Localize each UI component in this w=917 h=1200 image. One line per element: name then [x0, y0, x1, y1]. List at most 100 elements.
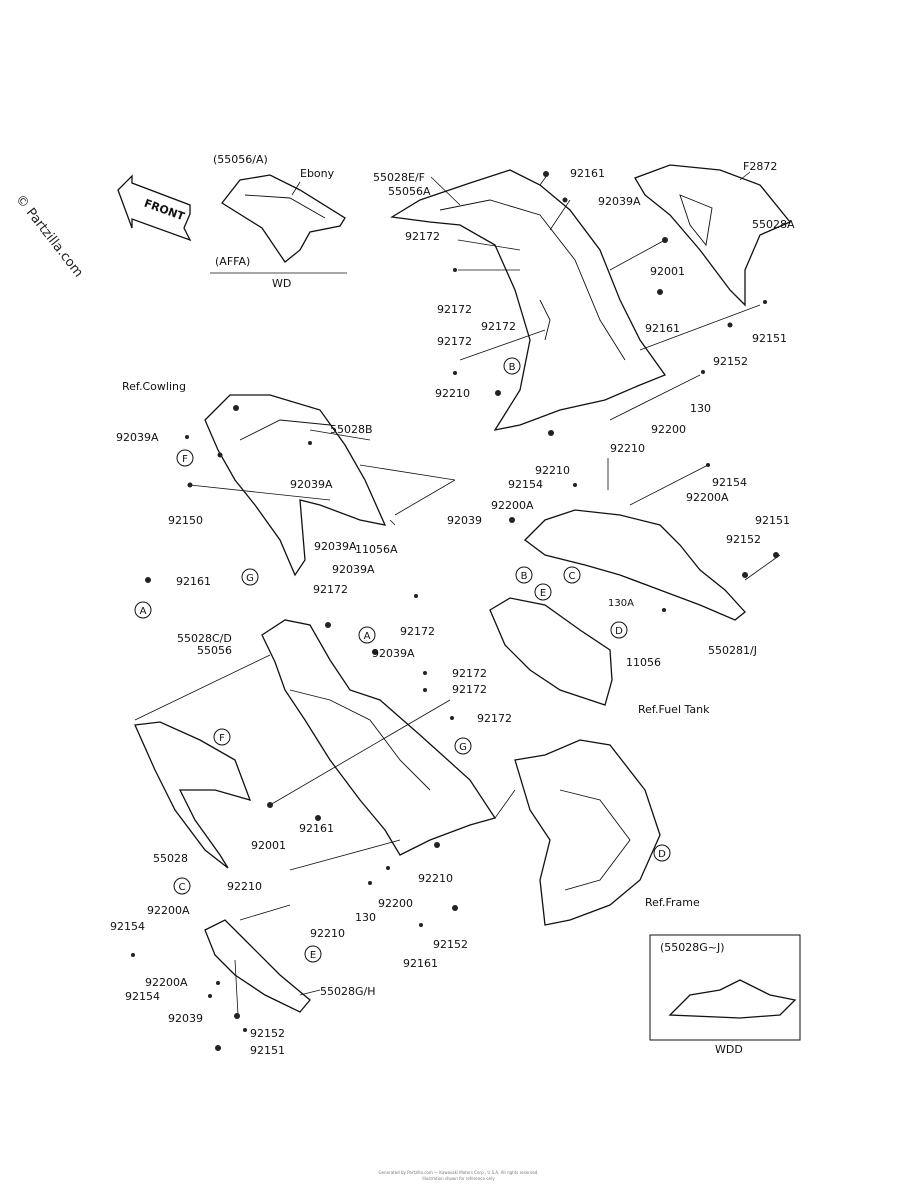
label-92200-b: 92200: [378, 897, 413, 910]
callout-c-1: C: [563, 566, 581, 584]
label-55028c-d: 55028C/D: [177, 632, 232, 645]
label-55028a: 55028A: [752, 218, 795, 231]
label-92161-b: 92161: [645, 322, 680, 335]
svg-text:C: C: [569, 571, 576, 582]
callout-e-1: E: [534, 583, 552, 601]
label-92172-g: 92172: [452, 667, 487, 680]
side-panel-55028: [134, 721, 252, 869]
label-55028b: 55028B: [330, 423, 373, 436]
label-92172-e: 92172: [313, 583, 348, 596]
inset-bottom-part: [668, 979, 797, 1019]
callout-a-2: A: [358, 626, 376, 644]
label-92154-a: 92154: [712, 476, 747, 489]
label-92161-d: 92161: [299, 822, 334, 835]
part-labels: 55028E/F 55056A 92161 92039A F2872 55028…: [110, 160, 795, 1057]
callout-g-2: G: [454, 737, 472, 755]
label-92001-b: 92001: [251, 839, 286, 852]
label-92152-a: 92152: [713, 355, 748, 368]
label-92172-b: 92172: [437, 303, 472, 316]
callout-g-1: G: [241, 568, 259, 586]
label-92200a-a: 92200A: [686, 491, 729, 504]
callout-b-2: B: [515, 566, 533, 584]
label-92210-f: 92210: [310, 927, 345, 940]
label-130-b: 130: [355, 911, 376, 924]
inset-bottom-model: WDD: [715, 1043, 743, 1056]
label-92200a-d: 92200A: [145, 976, 188, 989]
frame-ref: [514, 739, 661, 926]
leader-lines: [134, 171, 781, 1016]
label-92210-c: 92210: [535, 464, 570, 477]
label-92154-d: 92154: [125, 990, 160, 1003]
label-92210-d: 92210: [418, 872, 453, 885]
label-92151-a: 92151: [752, 332, 787, 345]
label-92210-a: 92210: [435, 387, 470, 400]
callout-f-1: F: [176, 449, 194, 467]
left-cowl-55028b: [204, 394, 387, 577]
inset-cowl-part: [221, 174, 346, 263]
callout-d-1: D: [610, 621, 628, 639]
label-92210-b: 92210: [610, 442, 645, 455]
fuel-tank-ref: [489, 597, 613, 706]
lower-cowl-55028cd: [261, 619, 497, 856]
label-92200a-b: 92200A: [491, 499, 534, 512]
label-11056a: 11056A: [355, 543, 398, 556]
label-92154-c: 92154: [110, 920, 145, 933]
callout-d-2: D: [653, 844, 671, 862]
middle-fairing-550281j: [524, 509, 746, 621]
svg-text:A: A: [364, 631, 371, 642]
label-92161-a: 92161: [570, 167, 605, 180]
label-92161-e: 92161: [403, 957, 438, 970]
label-ref-cowling: Ref.Cowling: [122, 380, 186, 393]
front-arrow-icon: FRONT: [117, 174, 192, 242]
svg-text:F: F: [219, 733, 225, 744]
svg-text:C: C: [179, 882, 186, 893]
footer-line-2: Illustration shown for reference only: [422, 1176, 495, 1181]
svg-text:E: E: [540, 588, 546, 599]
label-55056a: 55056A: [388, 185, 431, 198]
label-92039-a: 92039: [447, 514, 482, 527]
label-92200-a: 92200: [651, 423, 686, 436]
label-92172-d: 92172: [437, 335, 472, 348]
label-55056: 55056: [197, 644, 232, 657]
label-92172-c: 92172: [481, 320, 516, 333]
inset-top-model: WD: [272, 277, 291, 290]
label-f2872: F2872: [743, 160, 777, 173]
label-92154-b: 92154: [508, 478, 543, 491]
label-ref-fuel-tank: Ref.Fuel Tank: [638, 703, 710, 716]
label-92151-b: 92151: [755, 514, 790, 527]
label-92172-h: 92172: [452, 683, 487, 696]
inset-bottom: (55028G~J) WDD: [649, 934, 801, 1056]
svg-text:E: E: [310, 950, 316, 961]
label-92152-d: 92152: [250, 1027, 285, 1040]
label-92210-e: 92210: [227, 880, 262, 893]
callouts: B F G A A B C E D F G D C E: [134, 357, 671, 963]
label-92039a-a: 92039A: [598, 195, 641, 208]
label-92039a-f: 92039A: [372, 647, 415, 660]
label-92039a-b: 92039A: [116, 431, 159, 444]
label-92039a-c: 92039A: [290, 478, 333, 491]
svg-text:D: D: [658, 849, 666, 860]
label-92151-c: 92151: [250, 1044, 285, 1057]
upper-cowl-part: [390, 169, 667, 431]
svg-text:G: G: [459, 742, 467, 753]
label-55028: 55028: [153, 852, 188, 865]
label-55028g-h: 55028G/H: [320, 985, 376, 998]
label-130-a: 130: [690, 402, 711, 415]
label-92161-c: 92161: [176, 575, 211, 588]
callout-f-2: F: [213, 728, 231, 746]
label-92150: 92150: [168, 514, 203, 527]
svg-text:G: G: [246, 573, 254, 584]
footer-line-1: Generated by Partzilla.com — Kawasaki Mo…: [378, 1170, 539, 1175]
label-92172-f: 92172: [400, 625, 435, 638]
svg-text:B: B: [521, 571, 528, 582]
svg-text:B: B: [509, 362, 516, 373]
inset-bottom-code: (55028G~J): [660, 941, 725, 954]
callout-a-1: A: [134, 601, 152, 619]
fasteners: [131, 171, 779, 1051]
label-ref-frame: Ref.Frame: [645, 896, 700, 909]
label-92039a-e: 92039A: [332, 563, 375, 576]
label-92039a-d: 92039A: [314, 540, 357, 553]
callout-c-2: C: [173, 877, 191, 895]
callout-e-2: E: [304, 945, 322, 963]
